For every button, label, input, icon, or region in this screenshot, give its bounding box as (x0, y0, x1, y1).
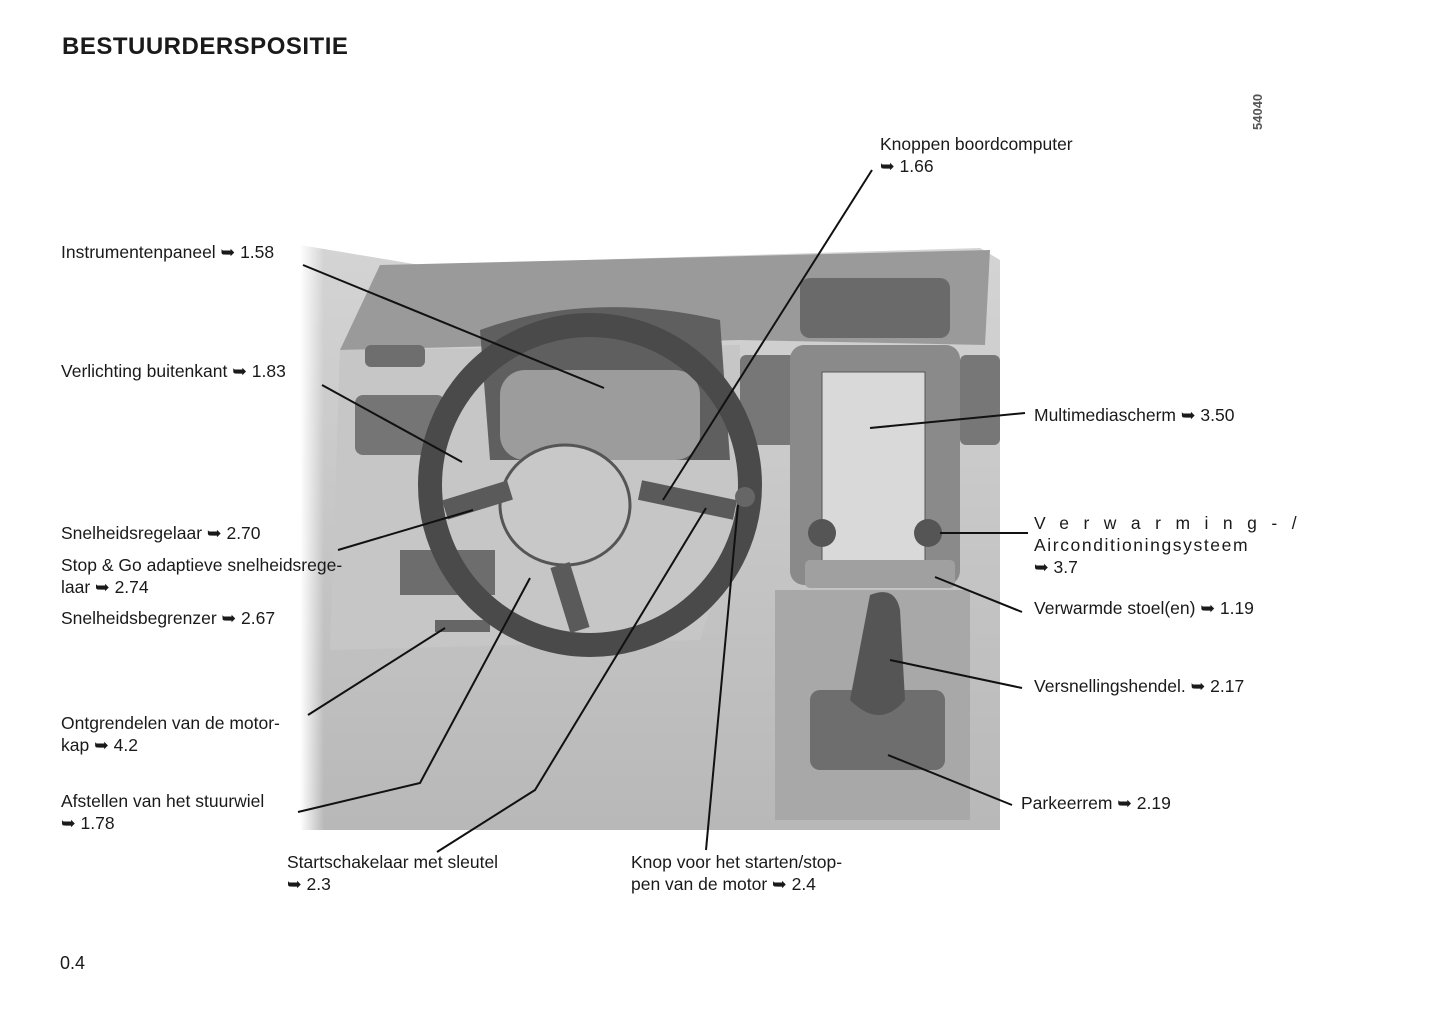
label-snelheidsbegrenzer: Snelheidsbegrenzer ➥ 2.67 (61, 608, 276, 628)
label-ref: ➥ 1.78 (61, 813, 115, 833)
label-ref: ➥ 3.7 (1034, 557, 1078, 577)
leader-versnelling (889, 659, 1023, 689)
label-instrumentenpaneel: Instrumentenpaneel ➥ 1.58 (61, 242, 275, 262)
label-text: Verwarming-/ (1034, 513, 1312, 533)
label-text: Knop voor het starten/stop- (631, 852, 843, 872)
leader-knoppen-boordcomputer (662, 169, 873, 501)
dashboard-drawing (300, 240, 1000, 840)
label-startschakelaar: Startschakelaar met sleutel ➥ 2.3 (287, 851, 498, 895)
page-number: 0.4 (60, 953, 86, 973)
leader-verlichting (321, 384, 463, 463)
label-knoppen-boordcomputer: Knoppen boordcomputer ➥ 1.66 (880, 133, 1073, 177)
label-text: Knoppen boordcomputer (880, 134, 1073, 154)
label-afstellen: Afstellen van het stuurwiel ➥ 1.78 (61, 790, 264, 834)
label-verwarmde-stoel: Verwarmde stoel(en) ➥ 1.19 (1034, 598, 1254, 618)
leader-multimedia (869, 412, 1026, 429)
leader-lines (297, 169, 1028, 853)
leader-verwarmde-stoel (934, 576, 1023, 613)
label-multimedia: Multimediascherm ➥ 3.50 (1034, 405, 1235, 425)
label-knop-starten: Knop voor het starten/stop- pen van de m… (631, 851, 842, 895)
label-text: Startschakelaar met sleutel (287, 852, 499, 872)
label-ref: kap ➥ 4.2 (61, 735, 138, 755)
leader-afstellen (297, 577, 531, 813)
label-ref: ➥ 2.3 (287, 874, 331, 894)
leader-instrumentenpaneel (302, 264, 605, 389)
label-text: Afstellen van het stuurwiel (61, 791, 265, 811)
leader-knop-starten (705, 504, 739, 851)
label-snelheidsregelaar: Snelheidsregelaar ➥ 2.70 (61, 523, 261, 543)
label-verlichting: Verlichting buitenkant ➥ 1.83 (61, 361, 286, 381)
label-text: Ontgrendelen van de motor- (61, 713, 280, 733)
leader-ontgrendelen (307, 627, 446, 716)
label-ref: pen van de motor ➥ 2.4 (631, 874, 816, 894)
label-parkeerrem: Parkeerrem ➥ 2.19 (1021, 793, 1171, 813)
label-ontgrendelen: Ontgrendelen van de motor- kap ➥ 4.2 (61, 712, 280, 756)
label-text-2: Airconditioningsysteem (1034, 535, 1250, 555)
label-ref: ➥ 1.66 (880, 156, 934, 176)
label-versnelling: Versnellingshendel. ➥ 2.17 (1034, 676, 1245, 696)
label-ref: laar ➥ 2.74 (61, 577, 149, 597)
label-verwarming: Verwarming-/ Airconditioningsysteem ➥ 3.… (1034, 512, 1311, 578)
leader-startschakelaar (436, 507, 707, 853)
label-text: Stop & Go adaptieve snelheidsrege- (61, 555, 343, 575)
page-title: BESTUURDERSPOSITIE (62, 33, 349, 60)
leader-parkeerrem (887, 754, 1013, 806)
label-stop-go: Stop & Go adaptieve snelheidsrege- laar … (61, 554, 342, 598)
leader-snelheidsregelaar (337, 509, 474, 551)
